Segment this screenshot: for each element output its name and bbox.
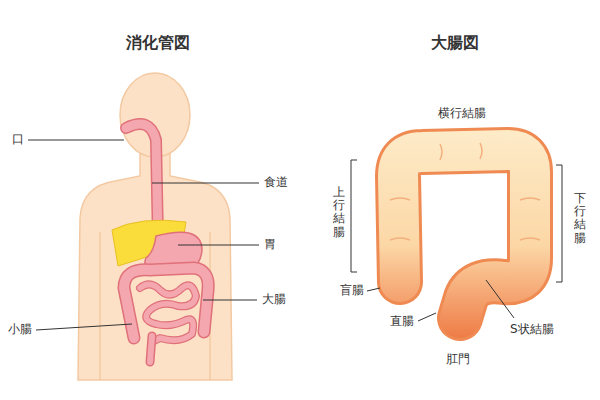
part-label: 直腸 (390, 314, 414, 328)
part-label: 小腸 (8, 322, 32, 336)
part-label: S状結腸 (510, 322, 554, 336)
diagram-title: 消化管図 (126, 33, 190, 52)
part-label: 盲腸 (340, 283, 364, 297)
part-label: 食道 (264, 175, 288, 189)
part-label: 大腸 (262, 292, 286, 306)
part-label: 横行結腸 (438, 106, 486, 120)
part-label: 肛門 (446, 352, 470, 366)
brackets-leaders (351, 160, 562, 321)
part-label: 上行結腸 (333, 186, 345, 239)
diagram-title: 大腸図 (431, 33, 479, 52)
digestive-tract (112, 124, 208, 362)
leader-lines (28, 140, 259, 330)
part-label: 胃 (264, 237, 276, 251)
part-label: 口 (12, 132, 24, 146)
part-label: 下行結腸 (574, 192, 586, 245)
body-silhouette (78, 73, 232, 380)
large-intestine (390, 143, 540, 318)
